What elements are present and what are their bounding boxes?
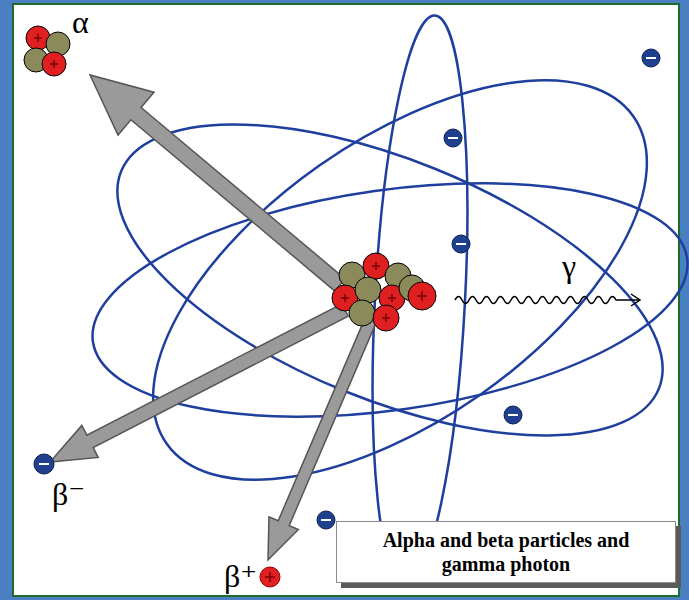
beta-plus-label: β⁺ bbox=[222, 560, 259, 592]
caption-text: Alpha and beta particles and gamma photo… bbox=[381, 528, 631, 576]
caption-box: Alpha and beta particles and gamma photo… bbox=[336, 521, 676, 583]
gamma-label: γ bbox=[560, 250, 578, 282]
alpha-label: α bbox=[70, 6, 91, 38]
beta-minus-label: β⁻ bbox=[50, 478, 87, 510]
